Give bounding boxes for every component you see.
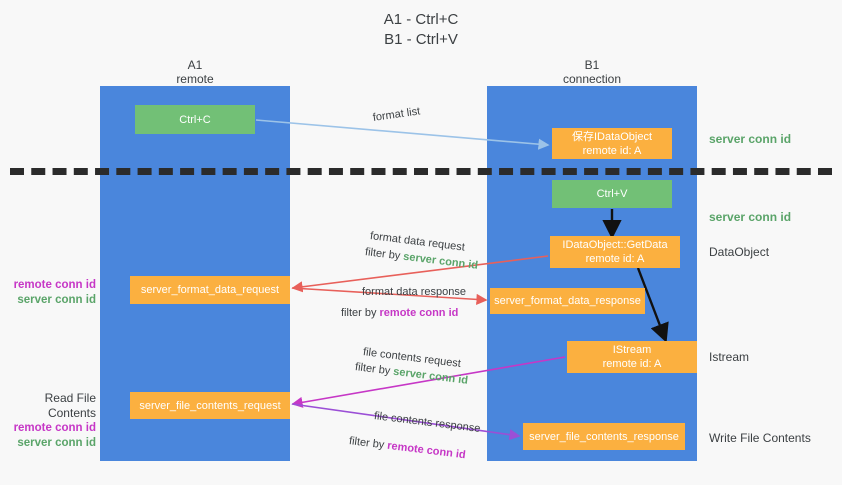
column-header-b1: B1 connection	[487, 58, 697, 86]
title-line-2: B1 - Ctrl+V	[384, 31, 458, 48]
node-save-idataobject-line2: remote id: A	[582, 144, 642, 157]
column-header-b1-role: connection	[562, 72, 622, 86]
node-server-format-data-request[interactable]: server_format_data_request	[130, 276, 290, 304]
node-istream-line2: remote id: A	[602, 358, 662, 370]
left-label-server-conn-id-mid: server conn id	[17, 294, 96, 306]
node-server-format-data-request-label: server_format_data_request	[140, 284, 280, 296]
edge-label-format-data-request-filter-prefix: filter by	[364, 246, 405, 263]
side-label-server-conn-id-mid: server conn id	[709, 210, 792, 224]
edge-label-format-data-response-filter: filter by remote conn id	[341, 306, 458, 321]
node-ctrl-c-label: Ctrl+C	[179, 113, 211, 126]
left-label-server-conn-id-bottom: server conn id	[17, 437, 96, 449]
node-server-format-data-response[interactable]: server_format_data_response	[490, 288, 645, 314]
edge-label-format-data-response-filter-prefix: filter by	[341, 307, 380, 319]
edge-label-format-list: format list	[372, 105, 421, 124]
edge-label-file-contents-response-filter-prefix: filter by	[348, 435, 389, 452]
edge-label-format-data-request-filter-value: server conn id	[402, 250, 479, 272]
phase-divider	[10, 168, 832, 175]
node-idataobject-getdata[interactable]: IDataObject::GetData remote id: A	[550, 236, 680, 268]
node-server-file-contents-response[interactable]: server_file_contents_response	[523, 423, 685, 450]
node-server-format-data-response-label: server_format_data_response	[494, 295, 641, 307]
node-server-file-contents-request-label: server_file_contents_request	[139, 399, 281, 412]
column-header-a1-name: A1	[187, 58, 203, 72]
node-server-file-contents-request[interactable]: server_file_contents_request	[130, 392, 290, 419]
side-label-server-conn-id-top: server conn id	[709, 132, 792, 146]
column-header-b1-name: B1	[584, 58, 600, 72]
node-ctrl-v[interactable]: Ctrl+V	[552, 180, 672, 208]
node-idataobject-getdata-line1: IDataObject::GetData	[562, 239, 668, 251]
edge-label-file-contents-request-filter-prefix: filter by	[354, 361, 395, 378]
edge-label-format-data-response: format data response	[362, 286, 466, 298]
title-line-1: A1 - Ctrl+C	[383, 11, 459, 28]
column-header-a1-role: remote	[176, 72, 214, 86]
edge-label-file-contents-response-filter-value: remote conn id	[386, 439, 467, 462]
side-label-dataobject: DataObject	[709, 245, 770, 259]
side-label-write-file-contents: Write File Contents	[709, 431, 811, 445]
left-label-read-file-contents: Read File Contents	[44, 391, 96, 420]
left-label-remote-conn-id-mid: remote conn id	[13, 279, 96, 291]
node-save-idataobject-line1: 保存IDataObject	[571, 130, 653, 143]
column-header-a1: A1 remote	[100, 58, 290, 86]
edge-label-file-contents-response: file contents response	[373, 410, 482, 436]
page-title: A1 - Ctrl+C B1 - Ctrl+V	[0, 10, 842, 50]
node-ctrl-v-label: Ctrl+V	[596, 188, 628, 200]
edge-label-format-data-response-filter-value: remote conn id	[379, 307, 459, 319]
node-idataobject-getdata-line2: remote id: A	[585, 253, 645, 265]
node-server-file-contents-response-label: server_file_contents_response	[529, 430, 679, 443]
node-istream-line1: IStream	[612, 344, 652, 356]
node-ctrl-c[interactable]: Ctrl+C	[135, 105, 255, 134]
node-istream[interactable]: IStream remote id: A	[567, 341, 697, 373]
left-label-group-middle: remote conn id server conn id	[0, 278, 96, 308]
node-save-idataobject[interactable]: 保存IDataObject remote id: A	[552, 128, 672, 159]
left-label-group-bottom: Read File Contents remote conn id server…	[0, 391, 96, 451]
side-label-istream: Istream	[709, 350, 750, 364]
left-label-remote-conn-id-bottom: remote conn id	[13, 422, 96, 434]
edge-label-file-contents-response-filter: filter by remote conn id	[348, 434, 466, 463]
